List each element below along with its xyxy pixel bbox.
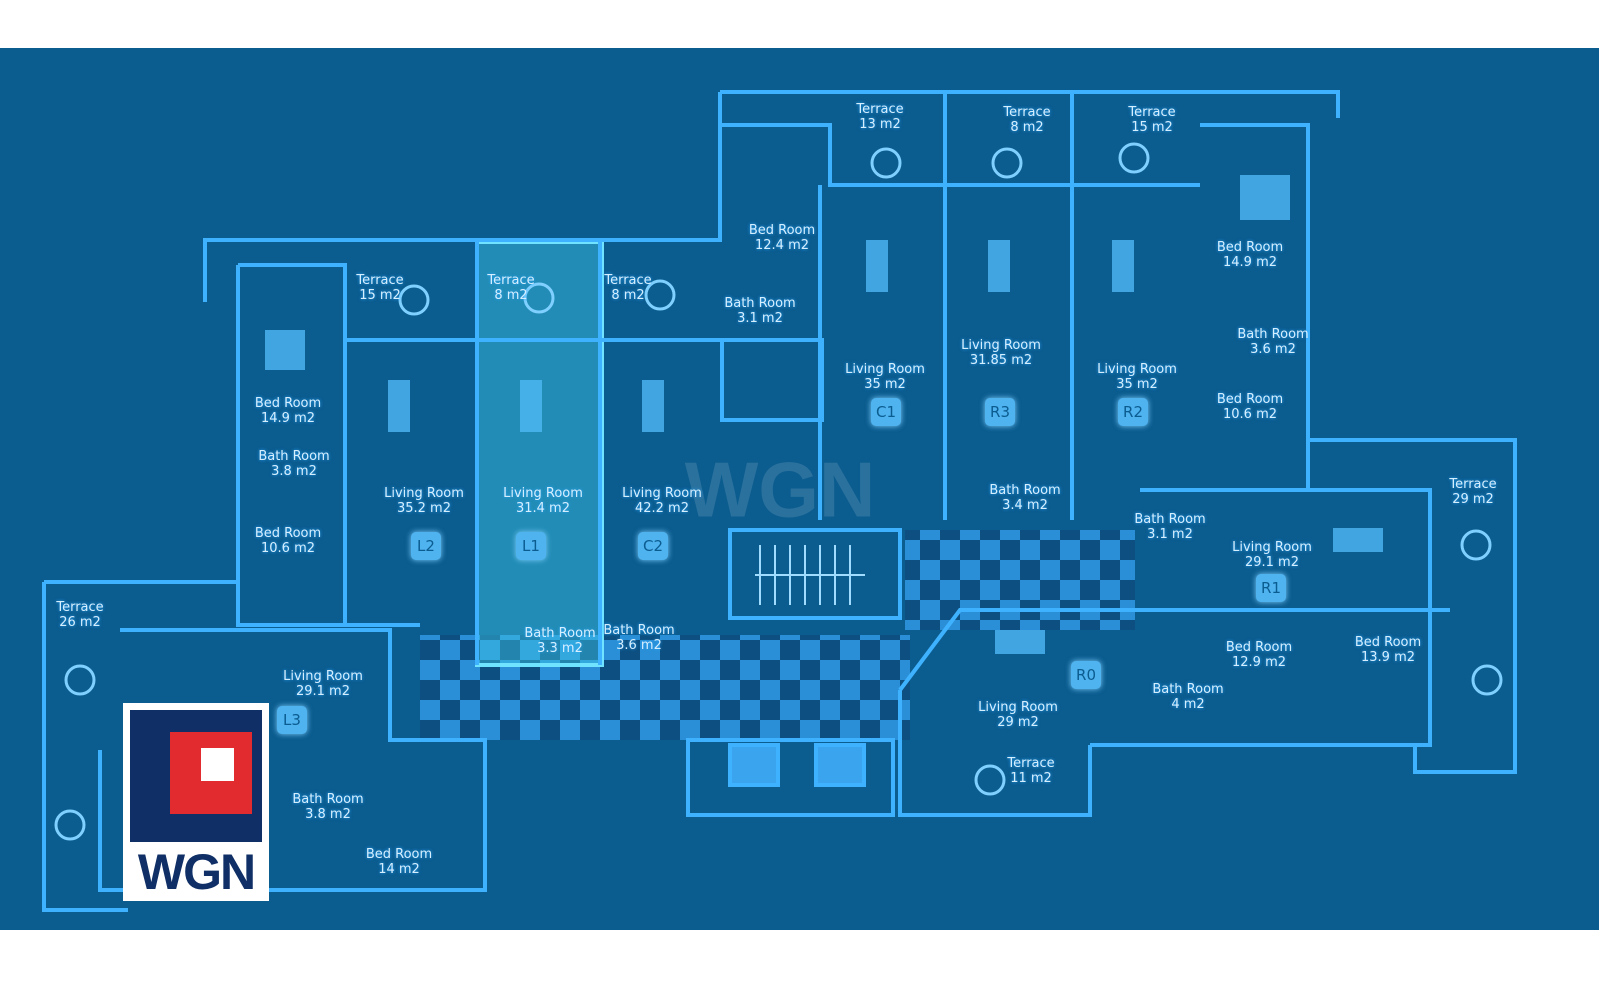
logo-red-square (170, 732, 252, 814)
highlighted-unit-l1 (475, 240, 604, 667)
corridor (420, 635, 910, 740)
unit-badge-l2[interactable]: L2 (411, 532, 441, 560)
corridor-right (905, 530, 1135, 630)
unit-badge-c2[interactable]: C2 (638, 532, 668, 560)
unit-badge-l1[interactable]: L1 (516, 532, 546, 560)
unit-badge-r3[interactable]: R3 (985, 398, 1015, 426)
logo-square (130, 710, 262, 842)
unit-badge-r0[interactable]: R0 (1071, 661, 1101, 689)
unit-badge-r1[interactable]: R1 (1256, 574, 1286, 602)
unit-badge-l3[interactable]: L3 (277, 706, 307, 734)
wgn-logo: WGN (123, 703, 269, 901)
unit-badge-r2[interactable]: R2 (1118, 398, 1148, 426)
logo-white-square (201, 748, 234, 781)
watermark: WGN (684, 445, 876, 534)
unit-badge-c1[interactable]: C1 (871, 398, 901, 426)
logo-text: WGN (137, 844, 256, 900)
